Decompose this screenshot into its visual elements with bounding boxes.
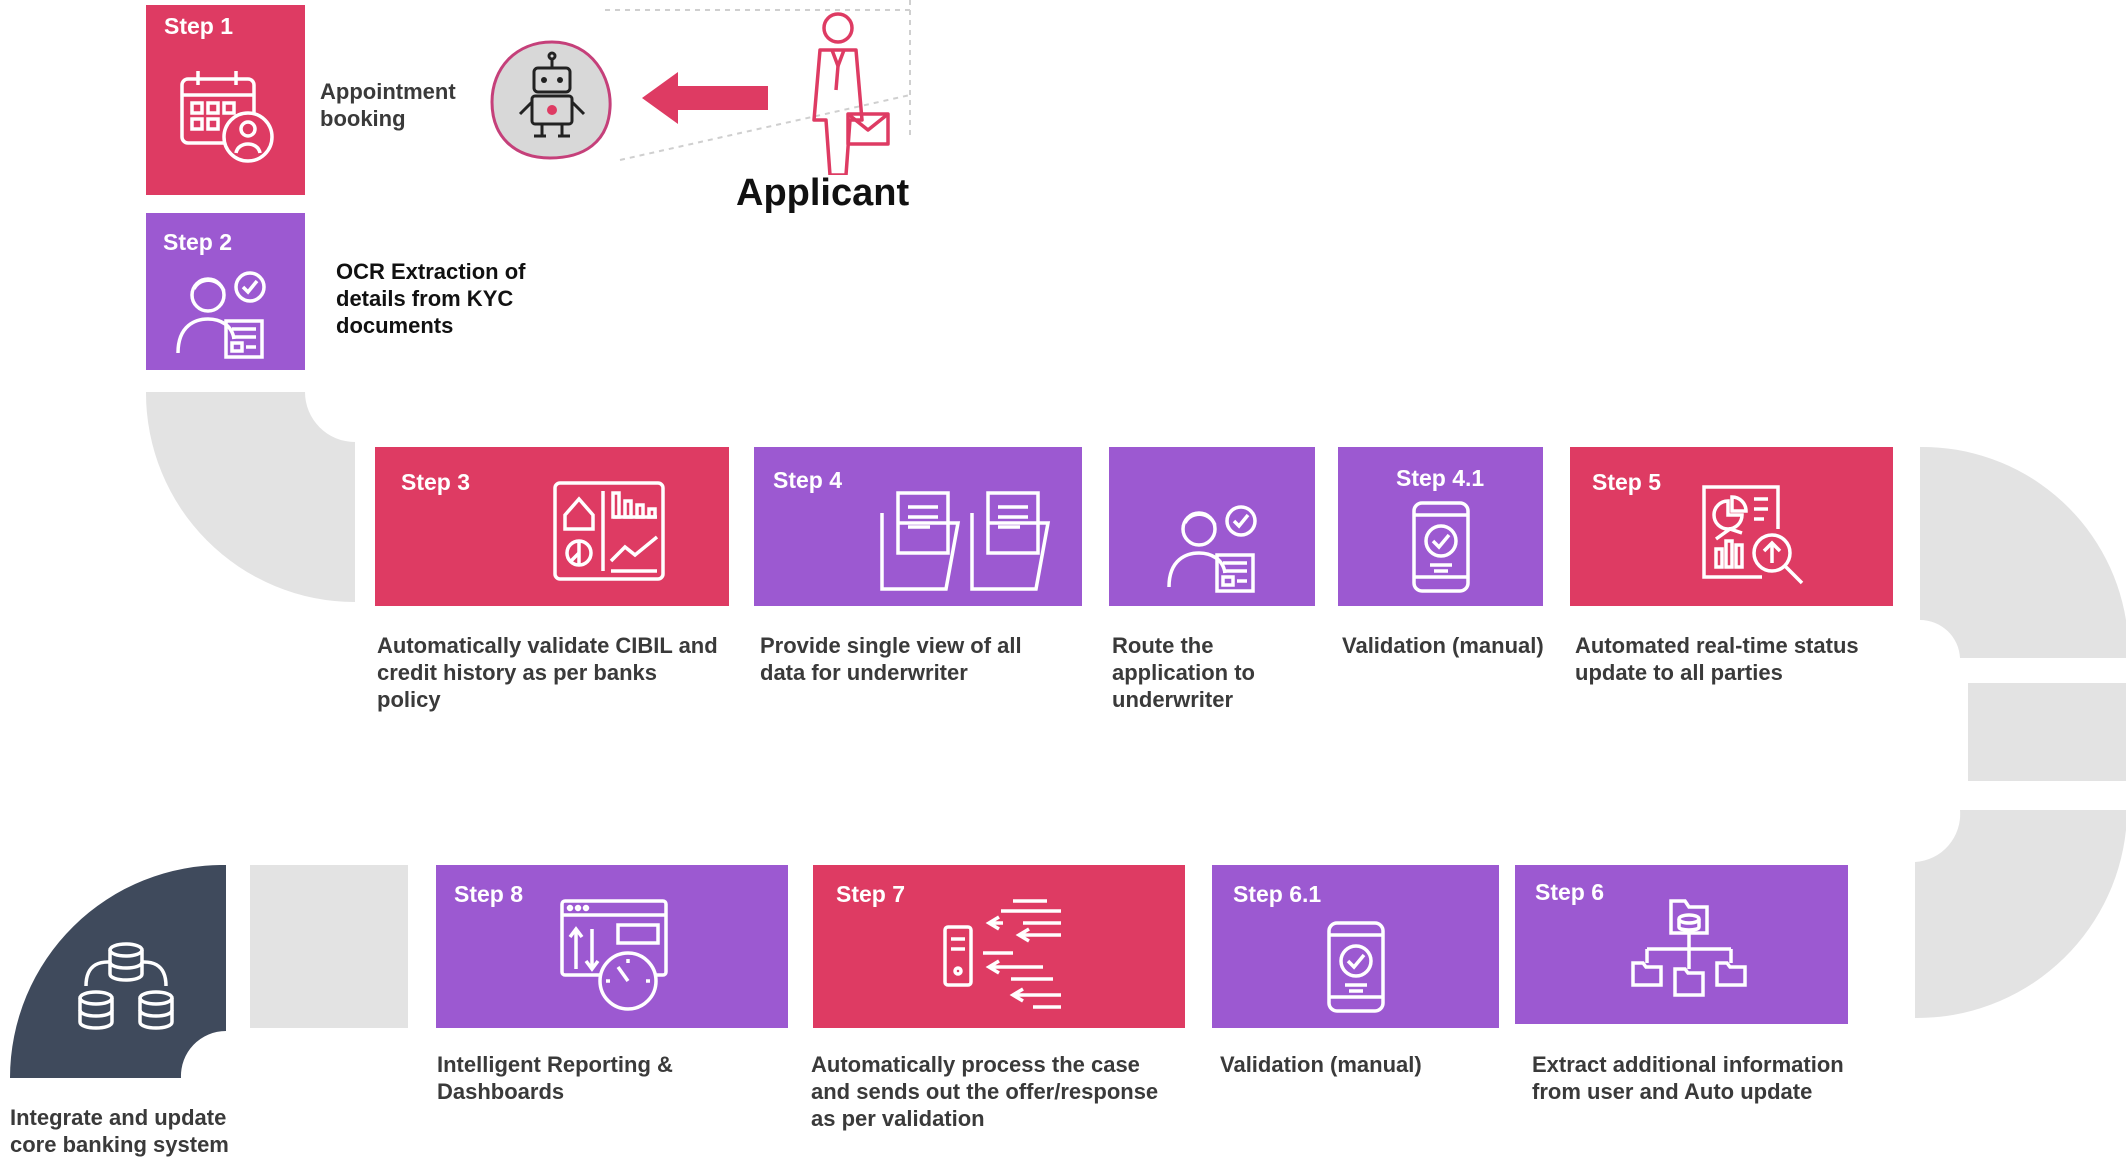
folder-hierarchy-icon [1631, 899, 1747, 999]
core-banking-desc: Integrate and update core banking system [10, 1105, 229, 1157]
step-3-desc: Automatically validate CIBIL and credit … [377, 633, 718, 712]
arrow-left-icon [642, 72, 768, 124]
step-7-box: Step 7 [813, 865, 1185, 1028]
step-2-desc: OCR Extraction of details from KYC docum… [336, 259, 526, 338]
route-desc: Route the application to underwriter [1112, 633, 1255, 712]
step-4-label: Step 4 [773, 467, 843, 493]
step-6-1-label: Step 6.1 [1233, 881, 1322, 907]
calendar-user-icon [178, 69, 274, 165]
step-6-1-desc: Validation (manual) [1220, 1052, 1422, 1077]
step-8-desc: Intelligent Reporting & Dashboards [437, 1052, 673, 1104]
step-4-box: Step 4 [754, 447, 1082, 606]
step-1-desc: Appointment booking [320, 79, 456, 131]
step-2-label: Step 2 [163, 229, 233, 255]
step-4-1-desc: Validation (manual) [1342, 633, 1544, 658]
step-4-1-label: Step 4.1 [1396, 465, 1485, 491]
step-7-desc: Automatically process the case and sends… [811, 1052, 1159, 1131]
step-2-box: Step 2 [146, 213, 305, 370]
step-8-label: Step 8 [454, 881, 524, 907]
dashboard-charts-icon [553, 481, 665, 581]
robot-icon [488, 38, 616, 162]
person-document-check-icon [1165, 503, 1261, 593]
phone-check-icon [1412, 501, 1470, 593]
step-5-label: Step 5 [1592, 469, 1662, 495]
step-6-box: Step 6 [1515, 865, 1848, 1024]
dashboard-gauge-icon [560, 899, 670, 1011]
step-5-box: Step 5 [1570, 447, 1893, 606]
phone-check-icon [1327, 921, 1385, 1013]
applicant-label: Applicant [736, 172, 910, 214]
database-network-icon [76, 940, 176, 1036]
step-3-label: Step 3 [401, 469, 471, 495]
report-search-icon [1702, 485, 1806, 587]
step-6-1-box: Step 6.1 [1212, 865, 1499, 1028]
data-transfer-icon [943, 897, 1069, 1013]
step-1-label: Step 1 [164, 13, 234, 39]
step-5-desc: Automated real-time status update to all… [1575, 633, 1859, 685]
applicant-connector [605, 0, 911, 161]
step-4-1-box: Step 4.1 [1338, 447, 1543, 606]
step-1-box: Step 1 [146, 5, 305, 195]
step-6-label: Step 6 [1535, 879, 1605, 905]
folders-icon [880, 489, 1056, 593]
step-7-label: Step 7 [836, 881, 906, 907]
step-4-desc: Provide single view of all data for unde… [760, 633, 1022, 685]
step-6-desc: Extract additional information from user… [1532, 1052, 1844, 1104]
step-8-box: Step 8 [436, 865, 788, 1028]
person-document-check-icon [174, 269, 270, 359]
route-box [1109, 447, 1315, 606]
step-3-box: Step 3 [375, 447, 729, 606]
applicant-person-icon [800, 10, 896, 175]
